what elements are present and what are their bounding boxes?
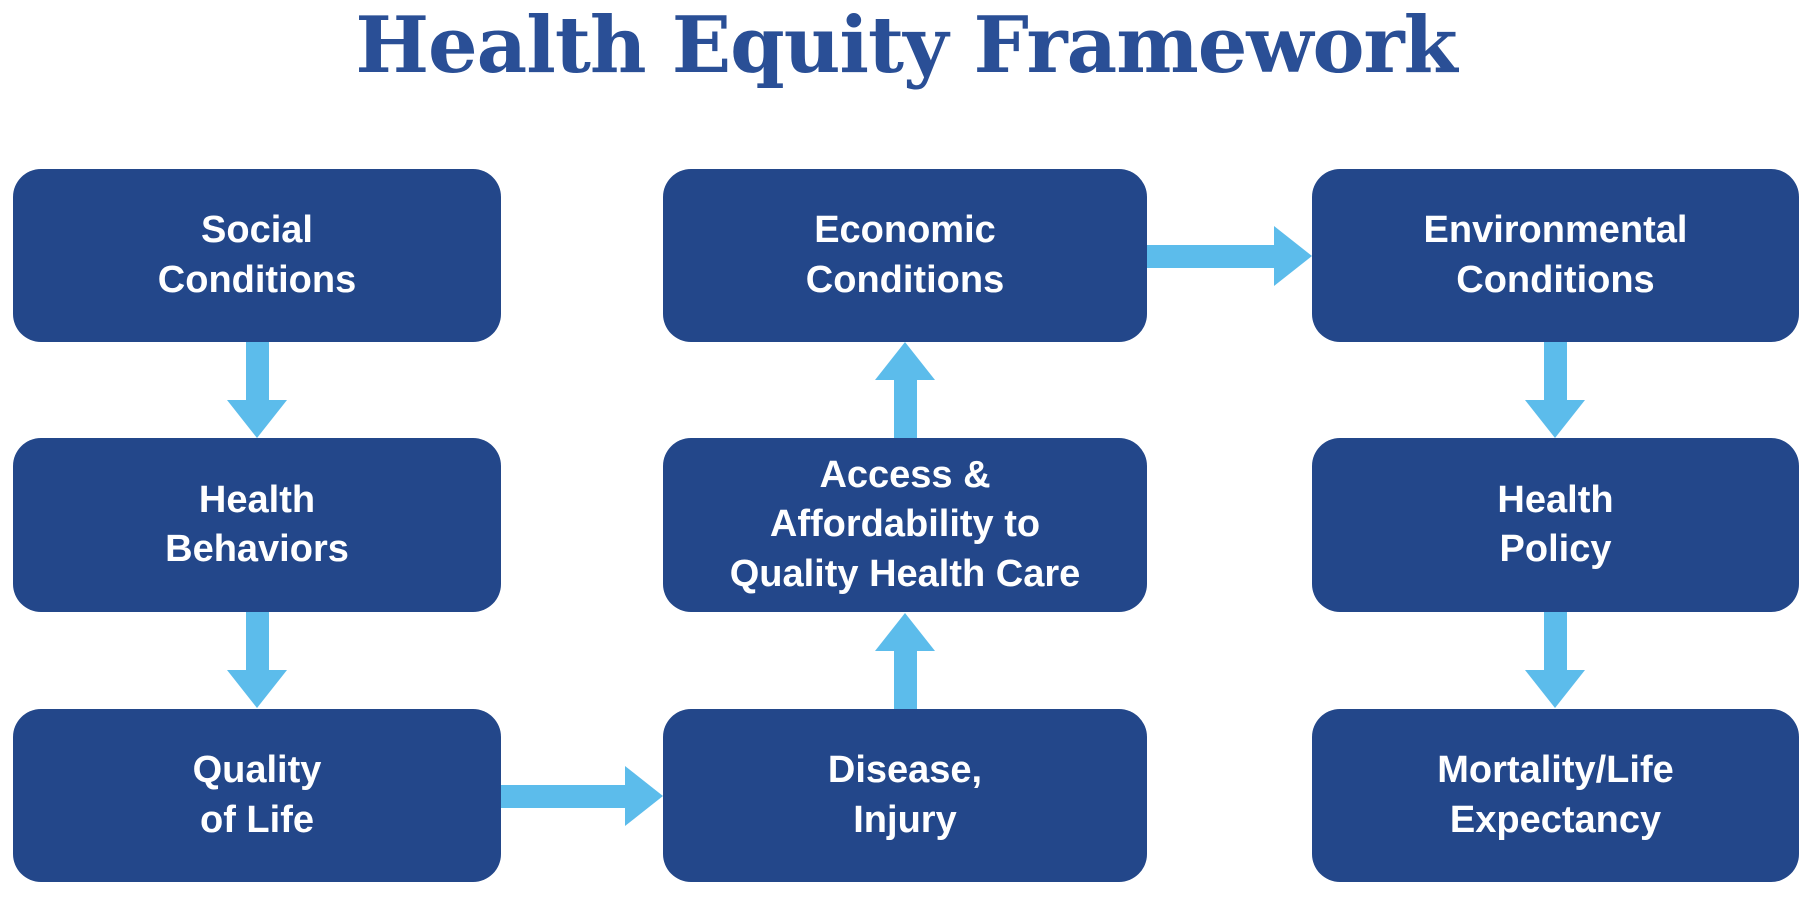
arrow-right-head-icon [625,766,663,826]
arrow-shaft [1543,612,1567,670]
arrow-quality-of-life-to-disease-injury [501,766,663,826]
node-label: Health Policy [1497,478,1614,570]
node-quality-of-life: Quality of Life [13,709,501,882]
arrow-shaft [1543,342,1567,400]
node-label: Environmental Conditions [1423,209,1688,301]
node-label: Social Conditions [157,209,357,301]
node-mortality-life-expectancy: Mortality/Life Expectancy [1312,709,1799,882]
arrow-down-head-icon [1525,670,1585,708]
node-label: Access & Affordability to Quality Health… [729,453,1081,595]
arrow-shaft [245,342,269,400]
page-title: Health Equity Framework [355,0,1457,91]
arrow-down-head-icon [227,670,287,708]
arrow-shaft [893,651,917,709]
arrow-access-affordability-to-economic-conditions [875,342,935,438]
node-label: Quality of Life [192,749,322,841]
arrow-shaft [501,784,625,808]
node-disease-injury: Disease, Injury [663,709,1147,882]
arrow-social-conditions-to-health-behaviors [227,342,287,438]
node-label: Disease, Injury [827,749,983,841]
node-label: Health Behaviors [165,478,349,570]
node-economic-conditions: Economic Conditions [663,169,1147,342]
arrow-up-head-icon [875,613,935,651]
node-environmental-conditions: Environmental Conditions [1312,169,1799,342]
node-health-policy: Health Policy [1312,438,1799,612]
node-label: Mortality/Life Expectancy [1437,749,1674,841]
arrow-right-head-icon [1274,226,1312,286]
arrow-disease-injury-to-access-affordability [875,613,935,709]
arrow-environmental-conditions-to-health-policy [1525,342,1585,438]
arrow-shaft [245,612,269,670]
arrow-shaft [893,380,917,438]
node-access-affordability: Access & Affordability to Quality Health… [663,438,1147,612]
arrow-down-head-icon [1525,400,1585,438]
arrow-economic-conditions-to-environmental-conditions [1147,226,1312,286]
arrow-health-policy-to-mortality-life-expectancy [1525,612,1585,708]
node-social-conditions: Social Conditions [13,169,501,342]
arrow-health-behaviors-to-quality-of-life [227,612,287,708]
node-label: Economic Conditions [805,209,1005,301]
arrow-down-head-icon [227,400,287,438]
arrow-up-head-icon [875,342,935,380]
node-health-behaviors: Health Behaviors [13,438,501,612]
arrow-shaft [1147,244,1274,268]
